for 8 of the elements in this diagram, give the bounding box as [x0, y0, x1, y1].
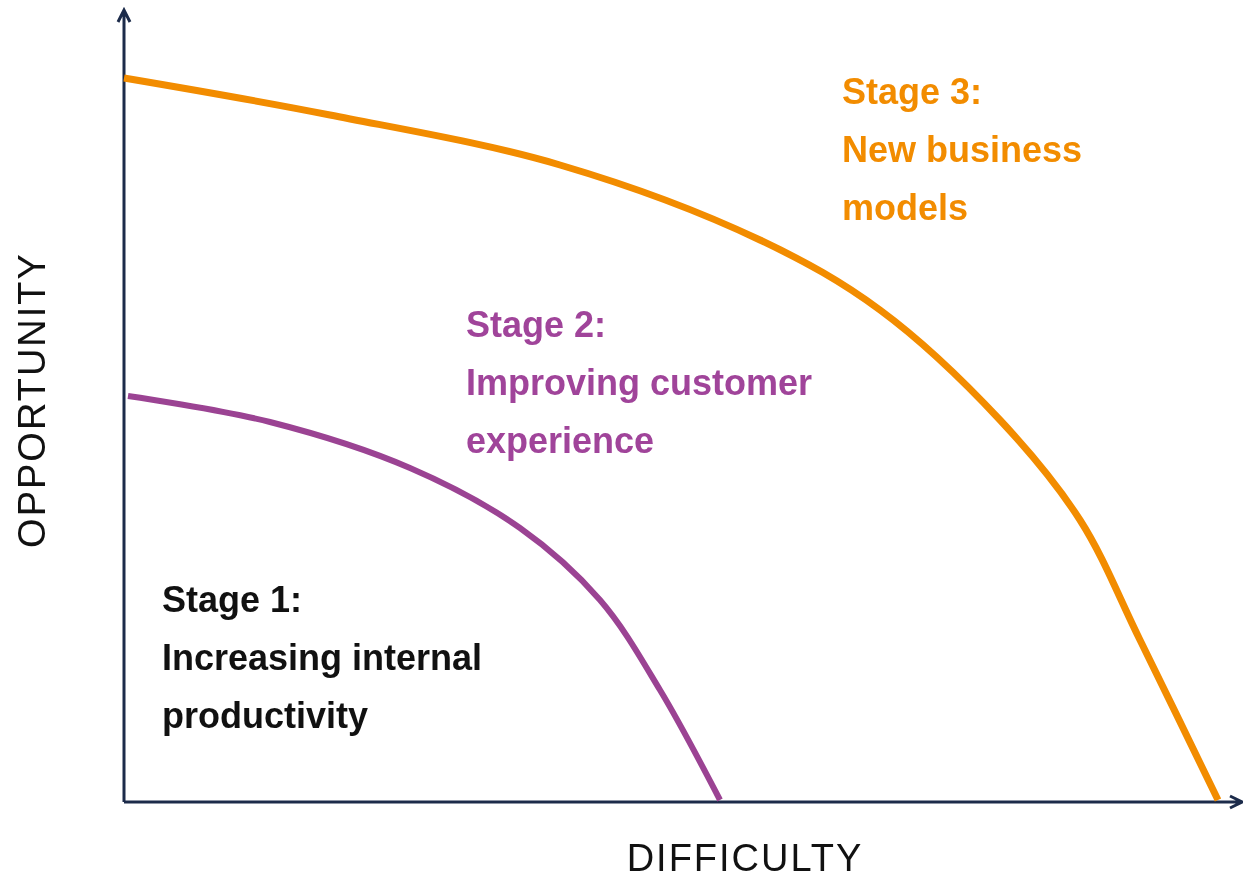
stage-description: Improving customer experience [466, 361, 814, 463]
stage-description: New business models [842, 128, 1084, 230]
stage-description: Increasing internal productivity [162, 636, 484, 738]
axis-label: OPPORTUNITY [10, 251, 54, 550]
stage-heading: Stage 2: [466, 303, 608, 347]
stage-heading: Stage 3: [842, 70, 984, 114]
axis-label: DIFFICULTY [625, 836, 865, 881]
stage-heading: Stage 1: [162, 578, 304, 622]
